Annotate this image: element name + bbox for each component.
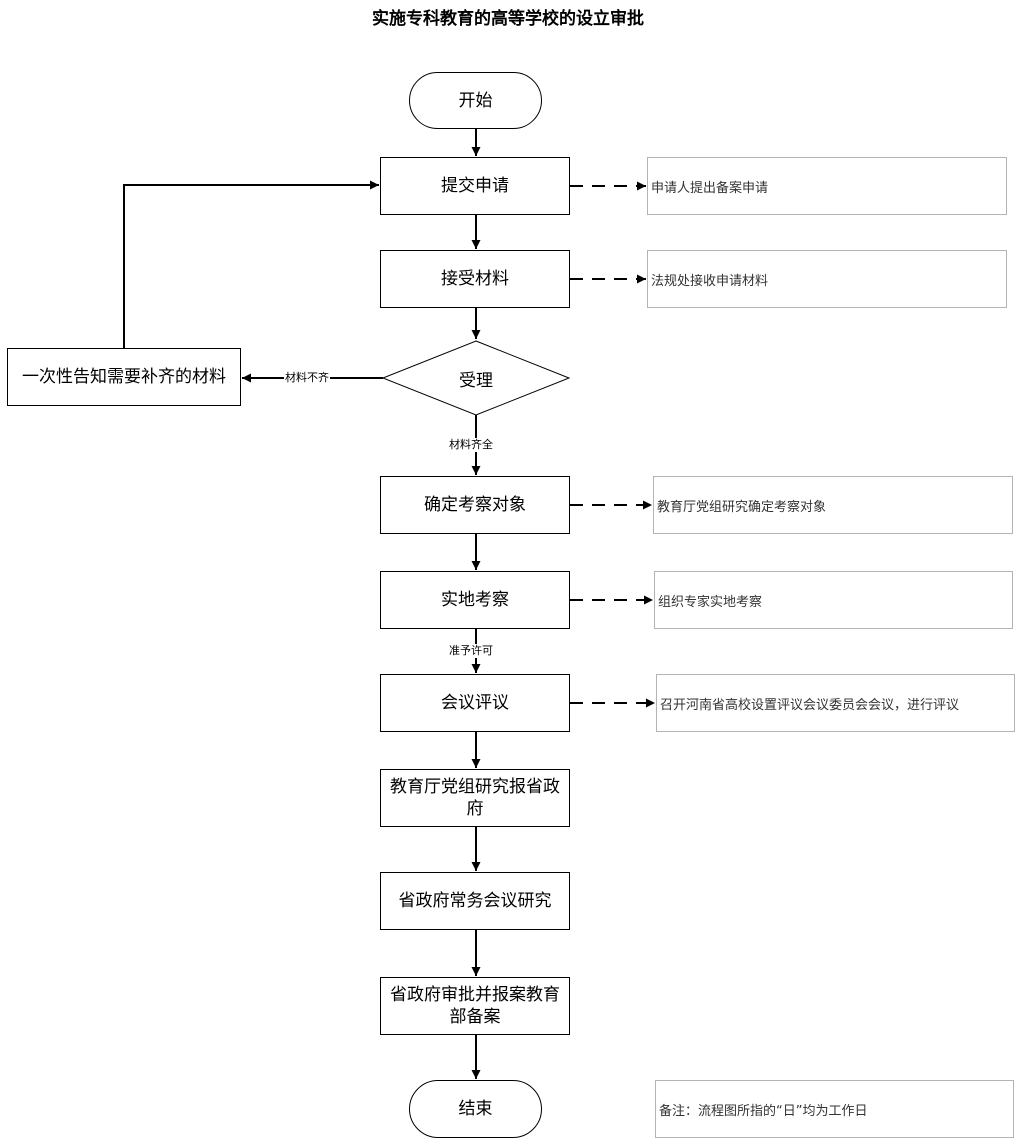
accept-diamond: [381, 340, 571, 416]
start-node: 开始: [409, 72, 542, 129]
note-remark: 备注：流程图所指的“日”均为工作日: [655, 1080, 1014, 1138]
accept-node-label: 受理: [459, 370, 493, 391]
edge-label-approved: 准予许可: [448, 644, 494, 658]
note-receive: 法规处接收申请材料: [647, 250, 1007, 308]
notify-missing-materials-node: 一次性告知需要补齐的材料: [7, 348, 241, 406]
note-inspect: 组织专家实地考察: [654, 571, 1013, 629]
party-report-node: 教育厅党组研究报省政府: [380, 769, 570, 827]
meeting-review-node: 会议评议: [380, 674, 570, 732]
edge-label-complete: 材料齐全: [448, 438, 494, 452]
note-confirm: 教育厅党组研究确定考察对象: [653, 476, 1013, 534]
confirm-inspection-target-node: 确定考察对象: [380, 476, 570, 534]
arrow-notify-submit: [123, 180, 379, 348]
note-meeting: 召开河南省高校设置评议会议委员会会议，进行评议: [656, 674, 1015, 732]
gov-approval-node: 省政府审批并报案教育部备案: [380, 977, 570, 1035]
receive-materials-node: 接受材料: [380, 250, 570, 308]
end-node: 结束: [409, 1080, 542, 1138]
site-inspection-node: 实地考察: [380, 571, 570, 629]
gov-meeting-node: 省政府常务会议研究: [380, 872, 570, 930]
note-submit: 申请人提出备案申请: [647, 157, 1007, 215]
page-title: 实施专科教育的高等学校的设立审批: [372, 9, 644, 29]
edge-label-incomplete: 材料不齐: [284, 371, 330, 385]
submit-application-node: 提交申请: [380, 157, 570, 215]
